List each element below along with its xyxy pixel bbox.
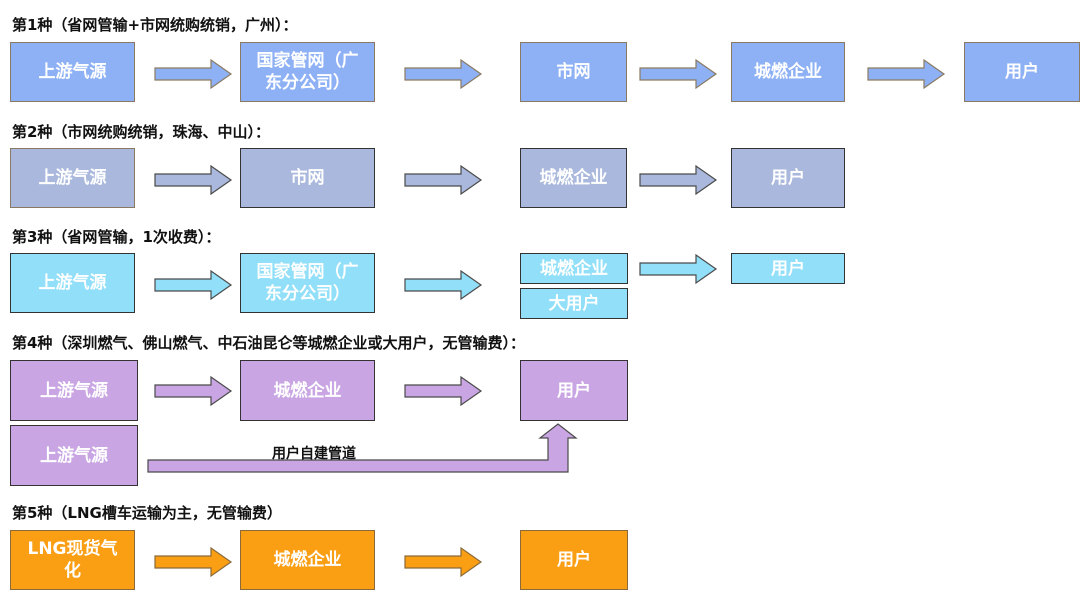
arrow-icon xyxy=(639,58,718,90)
arrow-icon xyxy=(154,269,233,301)
arrow-icon xyxy=(154,164,233,196)
scheme-4-title: 第4种（深圳燃气、佛山燃气、中石油昆仑等城燃企业或大用户，无管输费）： xyxy=(12,334,525,352)
scheme-2-city-network: 市网 xyxy=(240,148,375,208)
scheme-3-user: 用户 xyxy=(731,253,845,284)
scheme-4-user: 用户 xyxy=(520,360,628,421)
scheme-4-city-gas-company: 城燃企业 xyxy=(240,360,375,421)
arrow-icon xyxy=(404,269,483,301)
arrow-icon xyxy=(404,375,483,407)
scheme-5-title: 第5种（LNG槽车运输为主，无管输费） xyxy=(12,504,282,522)
scheme-5-user: 用户 xyxy=(520,530,628,590)
scheme-5-lng-spot-gasification: LNG现货气化 xyxy=(10,530,135,590)
scheme-2-upstream-source: 上游气源 xyxy=(10,148,135,208)
scheme-3-upstream-source: 上游气源 xyxy=(10,253,135,313)
scheme-1-title: 第1种（省网管输+市网统购统销，广州）： xyxy=(12,16,298,34)
scheme-2-city-gas-company: 城燃企业 xyxy=(520,148,627,208)
scheme-1-user: 用户 xyxy=(964,42,1080,102)
scheme-1-upstream-source: 上游气源 xyxy=(10,42,135,102)
scheme-1-city-network: 市网 xyxy=(520,42,627,102)
arrow-icon xyxy=(404,546,483,578)
arrow-icon xyxy=(154,375,233,407)
self-built-pipeline-arrow-icon xyxy=(147,423,578,473)
scheme-3-large-user: 大用户 xyxy=(520,288,628,319)
scheme-4-upstream-source-a: 上游气源 xyxy=(10,360,138,421)
scheme-1-city-gas-company: 城燃企业 xyxy=(731,42,845,102)
scheme-2-user: 用户 xyxy=(731,148,845,208)
arrow-icon xyxy=(639,164,718,196)
arrow-icon xyxy=(154,58,233,90)
arrow-icon xyxy=(404,58,483,90)
scheme-1-national-pipeline: 国家管网（广东分公司） xyxy=(240,42,375,102)
scheme-3-title: 第3种（省网管输，1次收费）： xyxy=(12,228,221,246)
scheme-4-upstream-source-b: 上游气源 xyxy=(10,425,138,486)
arrow-icon xyxy=(639,253,718,285)
scheme-5-city-gas-company: 城燃企业 xyxy=(240,530,375,590)
scheme-3-national-pipeline: 国家管网（广东分公司） xyxy=(240,253,375,313)
scheme-3-city-gas-company: 城燃企业 xyxy=(520,253,628,284)
scheme-2-title: 第2种（市网统购统销，珠海、中山）： xyxy=(12,123,270,141)
self-built-pipeline-label: 用户自建管道 xyxy=(272,446,356,462)
arrow-icon xyxy=(404,164,483,196)
arrow-icon xyxy=(154,546,233,578)
arrow-icon xyxy=(867,58,946,90)
